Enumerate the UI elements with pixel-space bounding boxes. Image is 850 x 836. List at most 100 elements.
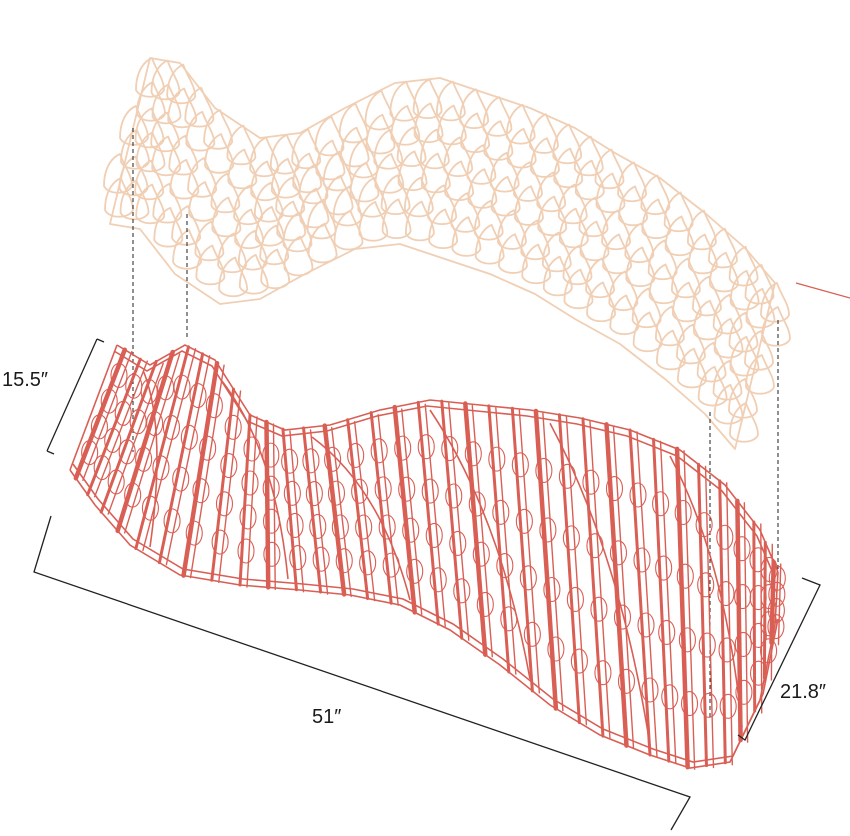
coil-loop <box>107 469 125 495</box>
scale-tile <box>358 201 389 242</box>
scale-tile <box>380 174 411 216</box>
scale-tile <box>474 223 505 265</box>
spring-rib-thin <box>353 421 376 602</box>
scale-tile <box>648 263 679 305</box>
scale-tile <box>234 208 265 250</box>
scale-tile <box>728 245 759 287</box>
scale-tile <box>217 232 248 274</box>
scale-tile <box>513 161 543 202</box>
spring-rib <box>157 352 205 565</box>
scale-tile <box>482 96 513 137</box>
frame-left-end <box>69 344 118 471</box>
scale-tile <box>601 209 631 251</box>
coil-loop <box>609 540 628 566</box>
scale-tile <box>671 281 702 323</box>
spring-rib-thin <box>448 402 470 641</box>
scale-tile <box>396 126 427 168</box>
scale-tile <box>166 63 197 105</box>
scale-tile <box>618 185 648 227</box>
coil-loop <box>453 578 471 604</box>
spring-rib-thin <box>683 450 696 770</box>
coil-loop <box>262 475 280 501</box>
spring-rib <box>416 400 440 626</box>
coil-loop <box>716 524 734 550</box>
coil-loop <box>547 636 565 662</box>
scale-tile <box>135 183 166 225</box>
scale-tile <box>237 229 268 271</box>
coil-loop <box>472 541 490 567</box>
scale-tile <box>553 147 584 189</box>
scale-tile <box>563 268 594 310</box>
scale-tile <box>307 222 338 264</box>
coil-loop <box>81 439 99 466</box>
spring-rib <box>697 462 708 768</box>
coil-loop <box>613 604 632 630</box>
scale-tile <box>227 148 258 190</box>
coil-loop <box>378 514 396 540</box>
scale-tile <box>585 257 615 299</box>
spring-rib-thin <box>165 355 211 566</box>
coil-loop <box>263 541 281 567</box>
coil-loop <box>441 436 459 462</box>
scale-tile <box>413 102 444 144</box>
scale-tile <box>187 157 218 198</box>
spring-rib-thin <box>331 426 352 598</box>
scale-tile <box>253 181 284 223</box>
coil-loop <box>421 478 439 504</box>
scale-tile <box>761 306 791 347</box>
coil-loop <box>719 693 737 719</box>
scale-tile <box>136 81 166 122</box>
coil-loop <box>629 482 647 508</box>
spring-rib <box>440 399 464 640</box>
coil-loop <box>359 550 377 576</box>
scale-tile <box>664 215 695 257</box>
coil-loop <box>355 514 373 540</box>
scale-tile <box>686 209 717 251</box>
coil-loop <box>140 379 158 405</box>
scale-tile <box>505 103 536 145</box>
scale-tile <box>339 126 370 168</box>
coil-loop <box>100 388 118 414</box>
spring-rib-thin <box>612 425 635 749</box>
coil-loop <box>767 597 785 623</box>
coil-loop <box>309 513 327 539</box>
scale-tile <box>269 133 300 175</box>
coil-loop <box>511 452 529 478</box>
scale-tile <box>536 171 567 213</box>
scale-tile <box>573 135 604 177</box>
coil-loop <box>515 508 533 534</box>
coil-loop <box>594 660 612 686</box>
scale-tile <box>389 81 420 122</box>
coil-loop <box>129 409 147 435</box>
coil-loop <box>543 576 561 603</box>
coil-loop <box>398 476 416 502</box>
scale-tile <box>349 161 380 203</box>
scale-tile <box>663 191 694 233</box>
scale-tile <box>687 233 718 275</box>
coil-loop <box>768 565 786 591</box>
spring-rib-thin <box>659 440 677 764</box>
scale-tile <box>692 275 722 317</box>
coil-loop <box>429 567 447 593</box>
scale-tile <box>194 220 225 262</box>
scale-tile <box>473 199 504 241</box>
scale-tile <box>333 209 364 251</box>
scale-tile <box>153 206 184 248</box>
scale-tile <box>712 359 743 401</box>
scale-tile <box>729 269 760 311</box>
scale-tile <box>381 198 412 240</box>
brace-curve <box>311 436 411 601</box>
brace-curve <box>549 422 651 746</box>
spring-rib <box>718 479 727 765</box>
coil-loop <box>464 441 482 467</box>
coil-loop <box>698 632 716 658</box>
coil-loop <box>586 533 604 559</box>
spring-rib <box>281 427 298 592</box>
scale-tile <box>712 293 743 335</box>
coil-loop <box>289 545 307 571</box>
coil-loop <box>281 448 299 474</box>
spring-rib-thin <box>289 430 305 593</box>
coil-loop <box>224 414 242 440</box>
scale-tile <box>729 335 760 377</box>
coil-loop <box>760 638 778 664</box>
